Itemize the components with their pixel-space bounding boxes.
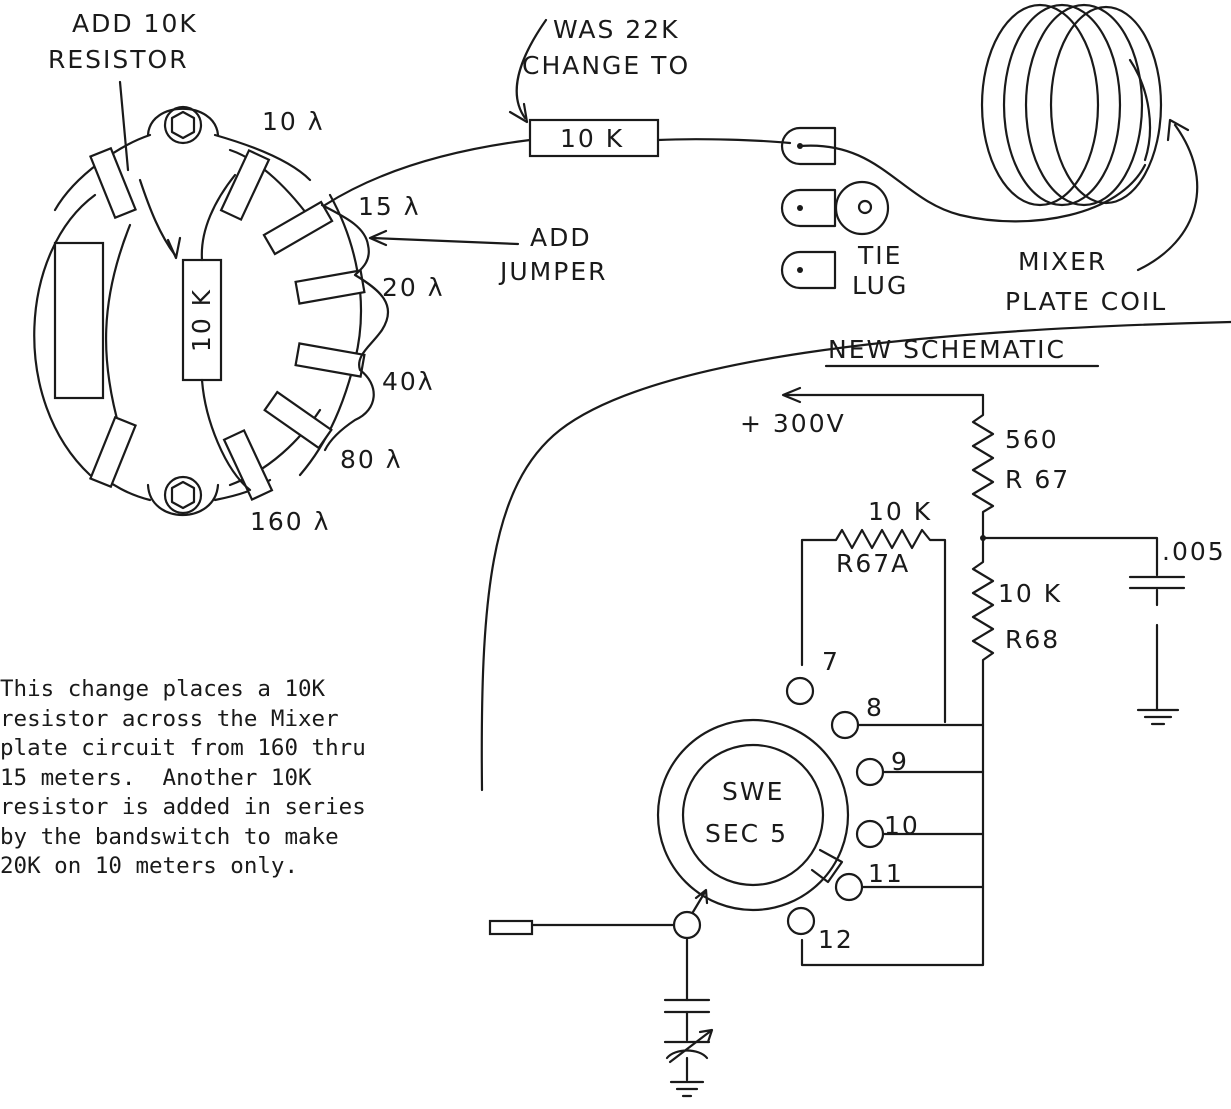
wire-resistor-to-lug xyxy=(656,138,792,145)
variable-capacitor xyxy=(663,1040,711,1060)
supply-voltage-label: + 300V xyxy=(740,409,846,438)
change-arrow-line xyxy=(515,18,548,120)
tie-lug-label-line1: TIE xyxy=(857,241,902,270)
r67-name: R 67 xyxy=(1005,465,1070,494)
band-label-20: 20 λ xyxy=(382,273,445,302)
contact-lug xyxy=(89,146,137,220)
arrow-head-icon xyxy=(694,888,709,905)
add-jumper-label-line2: JUMPER xyxy=(498,257,607,286)
added-resistor-label: 10 K xyxy=(187,288,216,352)
capacitor-value: .005 xyxy=(1162,537,1226,566)
contact-lug-40m xyxy=(294,342,366,378)
r68-value: 10 K xyxy=(998,579,1062,608)
resistor-r67a xyxy=(800,528,947,724)
leader-line xyxy=(118,80,130,172)
add-resistor-label-line1: ADD 10K xyxy=(72,9,198,38)
contact-label-8: 8 xyxy=(866,693,884,722)
contact-label-12: 12 xyxy=(818,925,854,954)
contact-lug xyxy=(89,415,137,489)
band-label-10: 10 λ xyxy=(262,107,325,136)
arrow-head-icon xyxy=(508,102,529,124)
existing-resistor-body xyxy=(53,241,105,400)
mixer-label: MIXER xyxy=(1018,247,1107,276)
was-22k-label: WAS 22K xyxy=(553,15,679,44)
rotor-arrow-line xyxy=(691,890,707,914)
r67-value: 560 xyxy=(1005,425,1059,454)
bandswitch-wafer: 10 K xyxy=(33,105,390,516)
contact-lug-10m xyxy=(219,148,271,222)
contact-label-9: 9 xyxy=(891,747,909,776)
r67a-name: R67A xyxy=(836,549,910,578)
wire-to-resistor xyxy=(323,138,532,207)
contact-lug-20m xyxy=(294,269,366,305)
tie-lug-label-line2: LUG xyxy=(852,271,908,300)
ground-symbol-icon xyxy=(669,1080,705,1098)
contact-lug-160m xyxy=(222,428,274,502)
contact-lug-15m xyxy=(262,200,334,256)
terminal-stub xyxy=(488,919,534,936)
plate-coil-label: PLATE COIL xyxy=(1005,287,1167,316)
arrow-line xyxy=(138,178,177,257)
hex-nut-icon xyxy=(170,480,196,510)
arrow-head-icon xyxy=(166,236,182,260)
mixer-plate-coil xyxy=(980,3,1163,207)
r67a-value: 10 K xyxy=(868,497,932,526)
resistor-r68 xyxy=(800,536,995,967)
mounting-hole-bottom xyxy=(163,475,203,515)
switch-name-line2: SEC 5 xyxy=(705,819,788,848)
switch-rotor-contact xyxy=(672,910,702,940)
hex-nut-icon xyxy=(170,110,196,140)
r68-name: R68 xyxy=(1005,625,1060,654)
mounting-hole-top xyxy=(163,105,203,145)
cap-wire xyxy=(981,536,1159,577)
new-schematic-title: NEW SCHEMATIC xyxy=(828,335,1066,364)
contact-lug-80m xyxy=(263,390,333,450)
contact-label-10: 10 xyxy=(884,811,920,840)
changed-10k-resistor xyxy=(528,118,660,158)
band-label-160: 160 λ xyxy=(250,507,330,536)
switch-contact-10 xyxy=(855,819,885,849)
jumper-arrow-line xyxy=(370,236,520,246)
contact-label-11: 11 xyxy=(868,859,904,888)
added-10k-resistor xyxy=(181,258,223,382)
change-to-label: CHANGE TO xyxy=(522,51,690,80)
contact-label-7: 7 xyxy=(822,647,840,676)
switch-name-line1: SWE xyxy=(722,777,784,806)
band-label-80: 80 λ xyxy=(340,445,403,474)
switch-wafer-swe xyxy=(656,718,850,912)
arrow-head-icon xyxy=(1166,118,1190,142)
arrow-head-icon xyxy=(368,229,388,247)
add-jumper-label-line1: ADD xyxy=(530,223,592,252)
divider-curve xyxy=(480,320,1231,792)
add-resistor-label-line2: RESISTOR xyxy=(48,45,189,74)
tie-lug-strip xyxy=(780,126,890,290)
switch-contact-7 xyxy=(785,676,815,706)
switch-contact-9 xyxy=(855,757,885,787)
explanation-note: This change places a 10K resistor across… xyxy=(0,676,366,879)
band-label-15: 15 λ xyxy=(358,192,421,221)
switch-contact-8 xyxy=(830,710,860,740)
coil-arrow-line xyxy=(1136,123,1199,272)
ground-symbol-icon xyxy=(1136,708,1180,726)
arrow-head-icon xyxy=(781,386,802,404)
resistor-r67 xyxy=(971,393,995,540)
changed-resistor-label: 10 K xyxy=(560,124,624,153)
switch-contact-11 xyxy=(834,872,864,902)
band-label-40: 40λ xyxy=(382,367,435,396)
variable-arrow-icon xyxy=(668,1028,714,1064)
switch-contact-12 xyxy=(786,906,816,936)
